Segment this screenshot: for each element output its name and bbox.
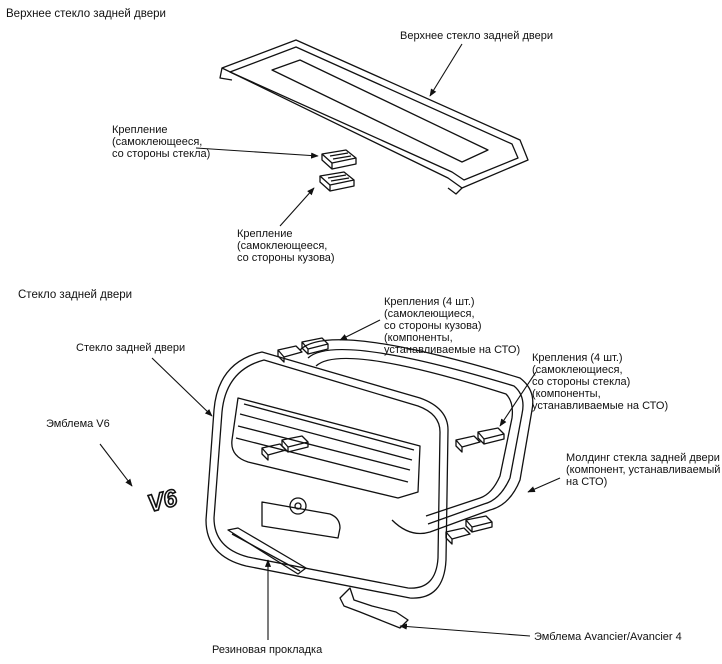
- glass-clips: [261, 337, 505, 545]
- clip-body-side-label: Крепление (самоклеющееся, со стороны куз…: [237, 228, 335, 264]
- upper-glass-panel: [219, 39, 529, 195]
- leader-arrows: [99, 43, 561, 640]
- rubber-seal-label: Резиновая прокладка: [212, 644, 323, 656]
- clips-glass-4-label: Крепления (4 шт.) (самоклеющиеся, со сто…: [532, 352, 669, 412]
- clip-glass-side-label: Крепление (самоклеющееся, со стороны сте…: [112, 124, 211, 160]
- lower-section-title: Стекло задней двери: [18, 289, 133, 301]
- rear-glass-panel: [205, 351, 449, 599]
- molding-frame: [299, 339, 534, 535]
- clip-glass-side-part: [321, 149, 357, 170]
- emblem-v6-label: Эмблема V6: [46, 418, 110, 430]
- upper-section-title: Верхнее стекло задней двери: [6, 8, 166, 20]
- emblem-avancier-label: Эмблема Avancier/Avancier 4: [534, 631, 682, 643]
- clip-body-side-part: [319, 171, 355, 192]
- rear-glass-label: Стекло задней двери: [76, 342, 186, 354]
- v6-emblem-glyph: V6: [145, 484, 181, 517]
- rubber-seal-part: [227, 527, 307, 575]
- clips-body-4-label: Крепления (4 шт.) (самоклеющиеся, со сто…: [384, 296, 521, 356]
- molding-label: Молдинг стекла задней двери (компонент, …: [566, 452, 721, 488]
- avancier-emblem-part: [339, 587, 409, 629]
- upper-glass-label: Верхнее стекло задней двери: [400, 30, 553, 42]
